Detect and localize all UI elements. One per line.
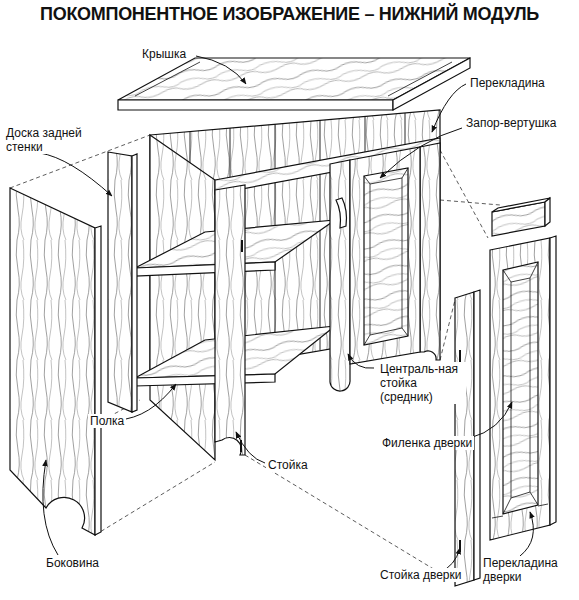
turn-button	[336, 198, 347, 228]
part-label: Стойка	[266, 458, 310, 472]
door-frame	[511, 278, 530, 498]
leader-lines	[40, 153, 112, 196]
lid	[118, 58, 470, 110]
lid	[135, 62, 452, 96]
side-panel	[95, 226, 101, 535]
shelf	[135, 262, 275, 276]
lid	[393, 58, 470, 110]
face-frame	[241, 240, 242, 452]
leader-lines	[348, 354, 374, 368]
face-frame	[215, 138, 440, 455]
part-label: Централь-ная стойка (средник)	[378, 362, 466, 404]
door-rail-piece	[492, 198, 550, 212]
side-panel	[10, 188, 95, 535]
explode-lines	[95, 462, 215, 535]
back-board	[108, 152, 132, 412]
part-label: Перекладина дверки	[481, 556, 575, 584]
part-label: Боковина	[44, 556, 101, 570]
door-mounted	[364, 168, 408, 345]
door-mounted	[370, 178, 402, 335]
face-frame	[215, 185, 245, 455]
leader-lines	[470, 402, 512, 438]
door-rail-piece	[492, 198, 550, 236]
carcass-side	[150, 135, 215, 460]
leader-lines	[380, 128, 462, 178]
back-board	[108, 152, 137, 412]
door-mounted	[364, 168, 408, 345]
leader-lines	[196, 56, 246, 84]
lid	[118, 100, 393, 110]
door-frame	[503, 262, 538, 514]
side-panel	[10, 188, 101, 535]
part-label: Филенка дверки	[380, 436, 474, 450]
door-frame	[490, 238, 550, 540]
shelf	[135, 374, 275, 386]
door-mounted	[350, 147, 420, 364]
leader-lines	[43, 460, 58, 555]
leader-lines	[40, 56, 533, 572]
door-mounted	[336, 147, 420, 364]
leader-lines	[118, 384, 176, 420]
door-rail-piece	[545, 198, 550, 226]
part-label: Перекладина	[468, 76, 547, 90]
door-frame	[492, 504, 548, 518]
leader-lines	[520, 512, 533, 556]
part-label: Полка	[88, 414, 126, 428]
door-frame	[503, 262, 538, 514]
leader-lines	[432, 84, 466, 132]
face-frame	[420, 143, 440, 360]
door-frame	[550, 236, 556, 525]
carcass-side	[150, 135, 215, 460]
door-frame	[490, 236, 556, 540]
part-label: Крышка	[140, 47, 188, 61]
back-board	[132, 154, 137, 412]
part-label: Стойка дверки	[378, 568, 463, 582]
leader-lines	[236, 432, 265, 463]
explode-lines	[245, 455, 460, 585]
part-label: Запор-вертушка	[464, 116, 559, 130]
explode-lines	[440, 300, 455, 360]
explode-lines	[440, 200, 500, 205]
explode-lines	[440, 150, 488, 238]
diagram-title: ПОКОМПОНЕНТНОЕ ИЗОБРАЖЕНИЕ – НИЖНИЙ МОДУ…	[0, 4, 579, 25]
face-frame	[330, 160, 350, 391]
part-label: Доска задней стенки	[4, 126, 100, 154]
